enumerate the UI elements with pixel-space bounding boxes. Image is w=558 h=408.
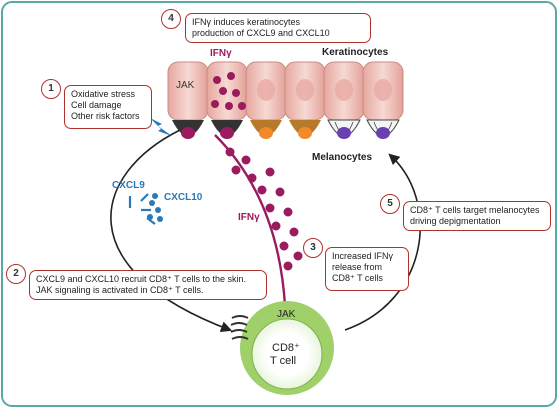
ifng-dots-keratinocyte xyxy=(211,72,246,110)
melanocyte-nucleus xyxy=(220,127,234,139)
keratinocyte-row xyxy=(167,61,404,121)
cycle-arrow-left xyxy=(110,129,233,333)
step-2-text-line2: JAK signaling is activated in CD8⁺ T cel… xyxy=(36,285,204,295)
keratinocyte-nucleus xyxy=(257,79,275,101)
cycle-arrow-right xyxy=(344,153,421,331)
step-4-number: 4 xyxy=(161,9,181,29)
keratinocyte-nucleus xyxy=(374,79,392,101)
melanocyte-row xyxy=(172,119,400,139)
step-2-number: 2 xyxy=(6,264,26,284)
step-3-number: 3 xyxy=(303,238,323,258)
chemokine-cluster xyxy=(128,193,163,225)
keratinocyte-nucleus xyxy=(296,79,314,101)
keratinocyte-nucleus xyxy=(335,79,353,101)
step-5-box: CD8⁺ T cells target melanocytes driving … xyxy=(403,201,551,231)
melanocytes-label: Melanocytes xyxy=(312,152,373,163)
step-3-box: Increased IFNγ release from CD8⁺ T cells xyxy=(325,247,409,291)
melanocyte-nucleus xyxy=(181,127,195,139)
step-1-text-line2: Cell damage xyxy=(71,100,122,110)
step-5-number: 5 xyxy=(380,194,400,214)
keratinocytes-label: Keratinocytes xyxy=(322,47,389,58)
step-4-box: IFNγ induces keratinocytes production of… xyxy=(185,13,371,43)
melanocyte-nucleus xyxy=(298,127,312,139)
step-4-text-line2: production of CXCL9 and CXCL10 xyxy=(192,28,330,38)
tcell-label-line2: T cell xyxy=(270,355,297,367)
step-1-text-line1: Oxidative stress xyxy=(71,89,136,99)
cd8-tcell-inner xyxy=(251,318,323,390)
step-4-text-line1: IFNγ induces keratinocytes xyxy=(192,17,301,27)
ifng-mid-label: IFNγ xyxy=(238,212,260,223)
step-3-text-line2: release from xyxy=(332,262,383,272)
step-3-text-line1: Increased IFNγ xyxy=(332,251,394,261)
melanocyte-nucleus xyxy=(337,127,351,139)
cxcl10-label: CXCL10 xyxy=(164,192,203,203)
jak-tcell-label: JAK xyxy=(277,309,296,320)
melanocyte-nucleus xyxy=(376,127,390,139)
keratinocyte-cell xyxy=(167,61,209,121)
cxcl9-label: CXCL9 xyxy=(112,180,145,191)
step-3-text-line3: CD8⁺ T cells xyxy=(332,273,383,283)
step-2-text-line1: CXCL9 and CXCL10 recruit CD8⁺ T cells to… xyxy=(36,274,247,284)
step-2-box: CXCL9 and CXCL10 recruit CD8⁺ T cells to… xyxy=(29,270,267,300)
step-5-text-line2: driving depigmentation xyxy=(410,216,501,226)
ifng-top-label: IFNγ xyxy=(210,48,232,59)
lightning-bolt-icon xyxy=(150,118,172,136)
tcell-label-line1: CD8⁺ xyxy=(272,342,300,354)
step-1-text-line3: Other risk factors xyxy=(71,111,140,121)
melanocyte-nucleus xyxy=(259,127,273,139)
step-1-number: 1 xyxy=(41,79,61,99)
step-1-box: Oxidative stress Cell damage Other risk … xyxy=(64,85,152,129)
ifng-dots-released xyxy=(225,147,303,271)
step-5-text-line1: CD8⁺ T cells target melanocytes xyxy=(410,205,540,215)
jak-keratinocyte-label: JAK xyxy=(176,80,195,91)
receptor-coil-icon xyxy=(230,315,249,340)
